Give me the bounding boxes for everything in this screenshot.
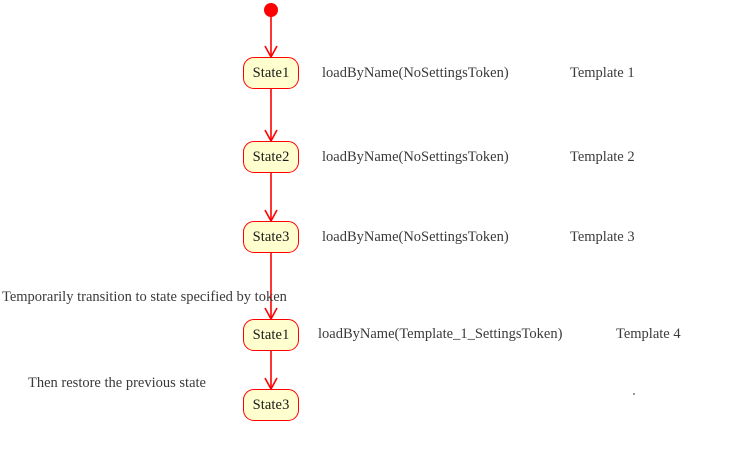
arrowhead-start-to-state1 bbox=[264, 45, 278, 59]
state-node-label: State1 bbox=[252, 64, 290, 81]
state-node-label: State3 bbox=[252, 228, 290, 245]
state-node-label: State2 bbox=[252, 148, 290, 165]
transition-call-label-2: loadByName(NoSettingsToken) bbox=[322, 149, 509, 165]
arrowhead-state1-to-state2 bbox=[264, 129, 278, 143]
template-label-3: Template 3 bbox=[570, 229, 635, 245]
state-node-state3[interactable]: State3 bbox=[243, 221, 299, 253]
arrowhead-state3-to-state1 bbox=[264, 307, 278, 321]
note-restore-previous-state: Then restore the previous state bbox=[28, 375, 206, 391]
arrowhead-state2-to-state3 bbox=[264, 209, 278, 223]
state-node-state2[interactable]: State2 bbox=[243, 141, 299, 173]
template-label-1: Template 1 bbox=[570, 65, 635, 81]
start-node-icon bbox=[264, 3, 278, 17]
state-node-label: State3 bbox=[252, 396, 290, 413]
transition-call-label-4: loadByName(Template_1_SettingsToken) bbox=[318, 326, 563, 342]
state-node-state1-temporary[interactable]: State1 bbox=[243, 319, 299, 351]
render-artifact-dot bbox=[633, 393, 635, 395]
template-label-2: Template 2 bbox=[570, 149, 635, 165]
state-node-label: State1 bbox=[252, 326, 290, 343]
arrowhead-state1-to-state3-restore bbox=[264, 377, 278, 391]
note-temporary-transition: Temporarily transition to state specifie… bbox=[2, 289, 287, 305]
state-node-state1-first[interactable]: State1 bbox=[243, 57, 299, 89]
transition-call-label-1: loadByName(NoSettingsToken) bbox=[322, 65, 509, 81]
state-node-state3-restored[interactable]: State3 bbox=[243, 389, 299, 421]
template-label-4: Template 4 bbox=[616, 326, 681, 342]
transition-call-label-3: loadByName(NoSettingsToken) bbox=[322, 229, 509, 245]
